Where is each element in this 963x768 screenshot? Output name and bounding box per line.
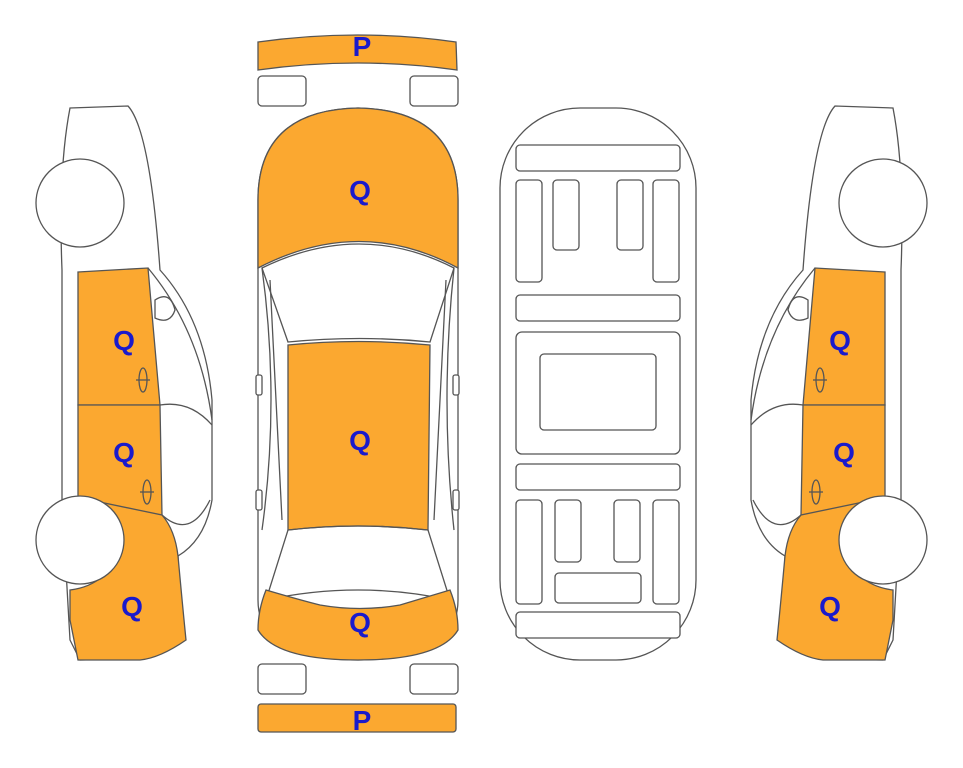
left-front-door-code: Q <box>113 325 135 356</box>
underbody-front-left-inner <box>552 179 580 251</box>
cabin-side-lines <box>261 267 455 531</box>
right-rear-door-handle <box>809 479 823 505</box>
underbody-rear-left-rail <box>515 499 543 605</box>
right-front-door-code: Q <box>829 325 851 356</box>
trunk-panel <box>257 589 459 661</box>
left-rear-door-handle <box>140 479 154 505</box>
left-front-wheel <box>35 158 125 248</box>
top-view <box>255 34 460 733</box>
right-headlight <box>409 75 459 107</box>
underbody-front-bar <box>515 144 681 172</box>
trunk-code: Q <box>349 607 371 638</box>
rear-bumper-code: P <box>353 705 372 736</box>
underbody-crossmember-rear <box>515 463 681 491</box>
left-rear-quarter-code: Q <box>121 591 143 622</box>
hood-code: Q <box>349 175 371 206</box>
left-rear-mirror-top <box>255 489 263 511</box>
right-mirror <box>787 296 809 321</box>
roof-code: Q <box>349 425 371 456</box>
rear-bumper-panel <box>257 703 457 733</box>
right-side-window-line <box>750 267 816 526</box>
right-front-wheel <box>838 158 928 248</box>
right-front-door-handle <box>813 367 827 393</box>
hood-panel <box>257 107 459 270</box>
left-side-view <box>35 105 213 661</box>
front-bumper-code: P <box>353 31 372 62</box>
left-front-door-handle <box>136 367 150 393</box>
right-rear-quarter-code: Q <box>819 591 841 622</box>
underbody-rear-left-inner <box>554 499 582 563</box>
right-rear-wheel <box>838 495 928 585</box>
underbody-center-plate <box>539 353 657 431</box>
right-taillight <box>409 663 459 695</box>
underbody-rear-bar <box>515 611 681 639</box>
underbody-front-right-rail <box>652 179 680 283</box>
left-mirror <box>154 296 176 321</box>
underbody-view <box>499 107 697 661</box>
right-rear-mirror-top <box>452 489 460 511</box>
left-rear-wheel <box>35 495 125 585</box>
underbody-rear-right-rail <box>652 499 680 605</box>
underbody-front-right-inner <box>616 179 644 251</box>
underbody-rear-plate <box>554 572 642 604</box>
left-taillight <box>257 663 307 695</box>
front-bumper-panel <box>257 34 458 71</box>
underbody-crossmember-front <box>515 294 681 322</box>
underbody-rear-right-inner <box>613 499 641 563</box>
right-rear-door-code: Q <box>833 437 855 468</box>
left-rear-door-code: Q <box>113 437 135 468</box>
right-side-view <box>750 105 928 661</box>
left-side-window-line <box>147 267 213 526</box>
right-mirror-top <box>452 374 460 396</box>
windshield-outline <box>261 243 455 343</box>
left-mirror-top <box>255 374 263 396</box>
left-headlight <box>257 75 307 107</box>
underbody-front-left-rail <box>515 179 543 283</box>
damage-code-labels: P Q Q Q P Q Q Q Q Q Q <box>113 31 855 736</box>
